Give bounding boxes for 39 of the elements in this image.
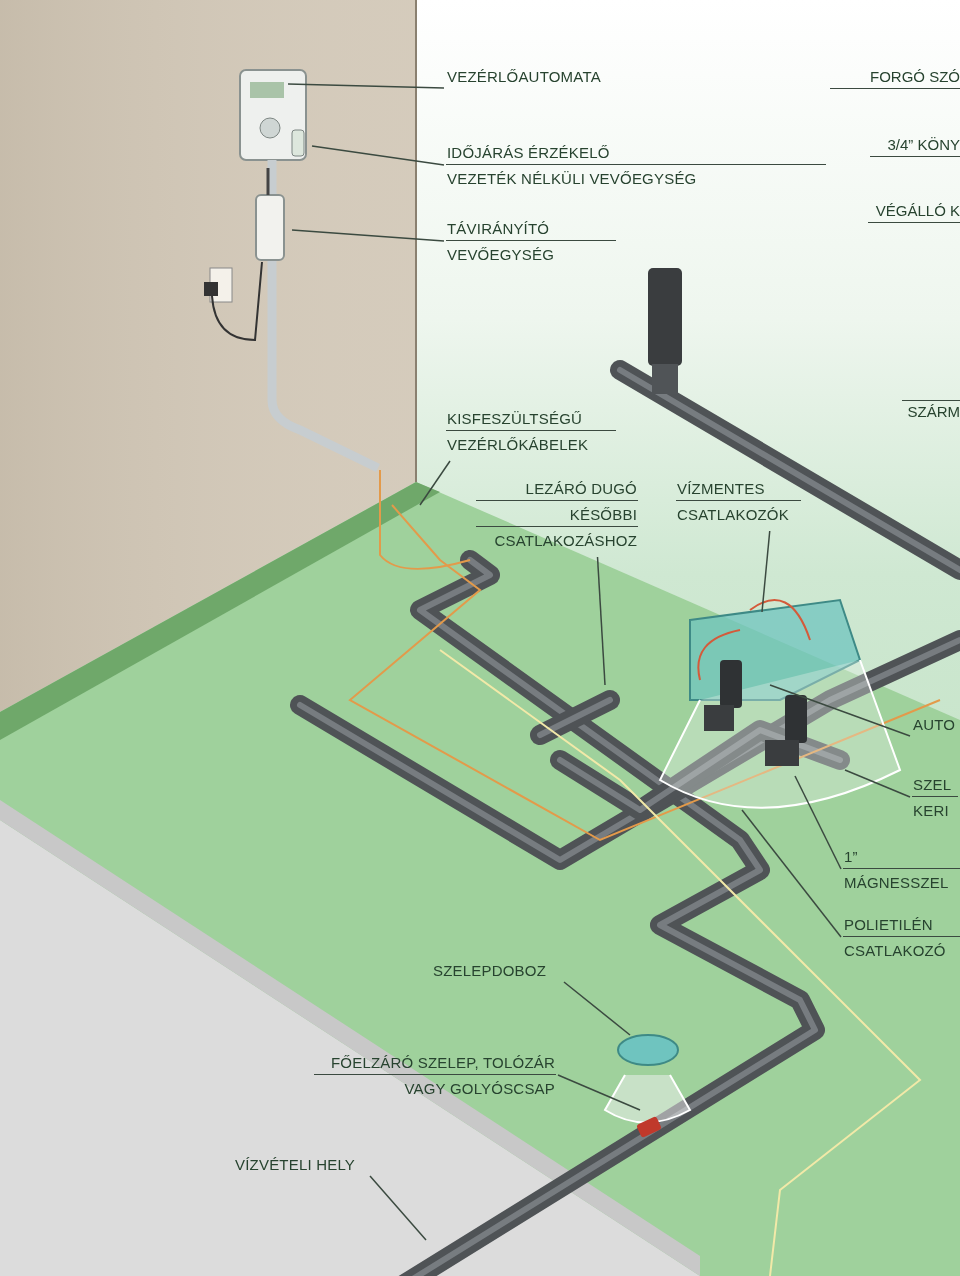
leader-line: [369, 1175, 427, 1241]
leader-line: [557, 1074, 641, 1111]
callout-text: FORGÓ SZÓ: [830, 66, 960, 89]
callout-text: SZEL: [912, 774, 958, 797]
callout-text: VAGY GOLYÓSCSAP: [403, 1079, 556, 1099]
callout-text: TÁVIRÁNYÍTÓ: [446, 218, 616, 241]
leader-line: [311, 145, 445, 166]
callout-text: KÉSŐBBI: [476, 504, 638, 527]
callout-text: IDŐJÁRÁS ÉRZÉKELŐ: [446, 142, 826, 165]
callout-text: VEVŐEGYSÉG: [446, 245, 556, 265]
callout-text: FŐELZÁRÓ SZELEP, TOLÓZÁR: [314, 1052, 556, 1075]
callout-text: SZELEPDOBOZ: [432, 961, 548, 981]
callout-text: KERI: [912, 801, 950, 821]
leader-line: [761, 530, 771, 613]
callout-text: 1”: [843, 846, 960, 869]
callout-text: VÍZVÉTELI HELY: [234, 1155, 357, 1175]
leader-line: [844, 769, 911, 798]
leader-line: [291, 229, 445, 242]
callout-text: MÁGNESSZEL: [843, 873, 950, 893]
leader-line: [563, 981, 631, 1036]
callout-text: CSATLAKOZÓK: [676, 505, 790, 525]
leader-line: [741, 809, 842, 938]
callout-text: KISFESZÜLTSÉGŰ: [446, 408, 616, 431]
callout-text: 3/4” KÖNY: [870, 134, 960, 157]
callout-text: LEZÁRÓ DUGÓ: [476, 478, 638, 501]
leader-line: [419, 460, 451, 506]
callout-text: AUTO: [912, 715, 957, 735]
callout-text: POLIETILÉN: [843, 914, 960, 937]
callout-text: SZÁRM: [902, 400, 960, 423]
leader-line: [287, 83, 445, 89]
callout-text: VÉGÁLLÓ K: [868, 200, 960, 223]
leader-line: [769, 684, 911, 737]
callout-text: VEZÉRLŐAUTOMATA: [446, 67, 602, 87]
callout-text: VEZETÉK NÉLKÜLI VEVŐEGYSÉG: [446, 169, 698, 189]
callout-text: VEZÉRLŐKÁBELEK: [446, 435, 590, 455]
callout-text: CSATLAKOZÓ: [843, 941, 947, 961]
leader-line: [794, 775, 842, 870]
callout-text: VÍZMENTES: [676, 478, 801, 501]
callout-text: CSATLAKOZÁSHOZ: [493, 531, 638, 551]
